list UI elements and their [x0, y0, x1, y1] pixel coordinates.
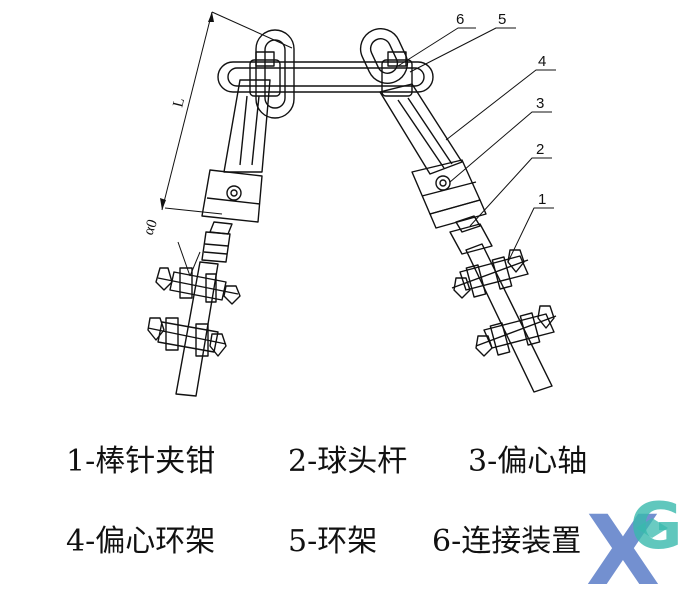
callout-2: 2 — [536, 141, 544, 158]
callout-6: 6 — [456, 11, 464, 28]
leader-lines — [397, 27, 556, 263]
right-eccentric-shaft — [435, 175, 451, 191]
dimension-l — [160, 11, 293, 215]
angle-label: α0 — [141, 217, 161, 237]
legend-item-2: 2-球头杆 — [288, 444, 408, 479]
legend-item-4: 4-偏心环架 — [66, 524, 216, 559]
left-needle-clamp-upper — [155, 267, 241, 305]
callout-5: 5 — [498, 11, 506, 28]
left-needle-rod — [175, 261, 219, 397]
logo: X G — [586, 490, 682, 589]
connecting-device — [217, 51, 434, 97]
logo-leaf-icon — [636, 518, 668, 538]
right-ring-frame — [359, 28, 409, 84]
left-ball-head-rod — [201, 231, 231, 263]
legend-row-2: 4-偏心环架 5-环架 6-连接装置 — [0, 522, 682, 562]
legend-item-5: 5-环架 — [288, 524, 378, 559]
right-needle-rod — [465, 243, 553, 393]
left-eccentric-shaft-housing — [201, 169, 263, 223]
left-eccentric-shaft — [226, 185, 242, 201]
left-assembly — [147, 29, 295, 397]
right-ball-head-rod — [449, 223, 493, 255]
left-eccentric-ring-frame — [223, 79, 271, 173]
logo-letter-x: X — [586, 495, 660, 589]
dimension-label: L — [170, 96, 188, 109]
legend-item-1: 1-棒针夹钳 — [66, 444, 216, 479]
right-needle-clamp-lower — [475, 305, 557, 357]
callout-3: 3 — [536, 95, 544, 112]
legend-item-6: 6-连接装置 — [432, 524, 582, 559]
legend-item-3: 3-偏心轴 — [468, 444, 588, 479]
right-assembly — [359, 28, 557, 393]
right-eccentric-ring-frame — [379, 83, 463, 175]
left-needle-clamp-lower — [147, 317, 227, 357]
legend-row-1: 1-棒针夹钳 2-球头杆 3-偏心轴 — [0, 442, 682, 482]
right-needle-clamp-upper — [451, 249, 529, 299]
callout-1: 1 — [538, 191, 546, 208]
left-ring-frame — [255, 29, 295, 119]
callout-4: 4 — [538, 53, 546, 70]
